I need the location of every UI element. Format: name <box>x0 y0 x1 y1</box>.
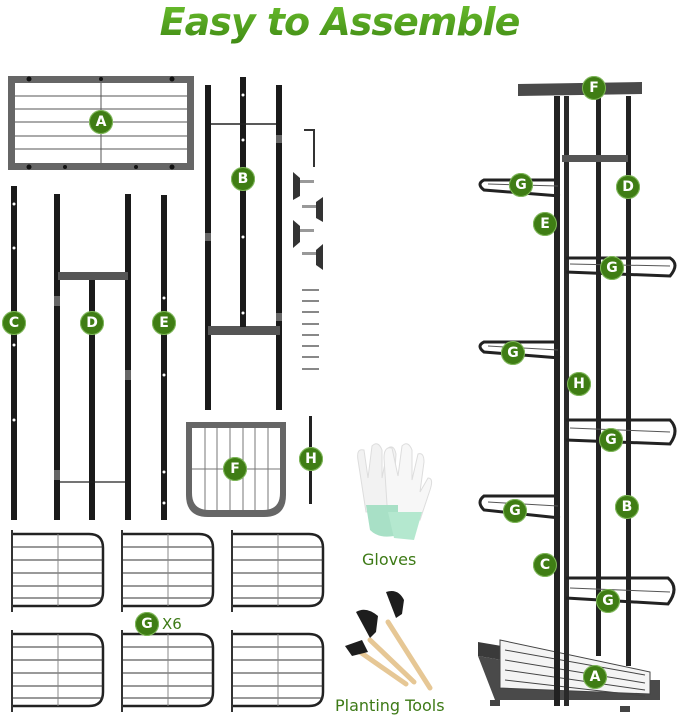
gloves-image <box>357 443 433 540</box>
assembled-label-g2: G <box>600 256 624 280</box>
assembled-label-g1: G <box>509 173 533 197</box>
label-part-g: G <box>135 612 159 636</box>
part-d-frame <box>54 194 131 520</box>
label-part-c: C <box>2 311 26 335</box>
part-b-frame <box>205 77 282 410</box>
planting-tools-caption: Planting Tools <box>335 696 445 715</box>
label-part-d: D <box>80 311 104 335</box>
label-part-h: H <box>299 447 323 471</box>
page-title: Easy to Assemble <box>0 0 679 44</box>
assembled-label-g3: G <box>501 341 525 365</box>
part-c-pole <box>11 186 17 520</box>
assembled-label-e: E <box>533 212 557 236</box>
assembled-label-h: H <box>567 372 591 396</box>
assembled-label-a: A <box>583 665 607 689</box>
label-part-f: F <box>223 457 247 481</box>
hardware <box>293 129 323 370</box>
assembled-label-d: D <box>616 175 640 199</box>
assembled-label-g5: G <box>503 499 527 523</box>
assembled-label-c: C <box>533 553 557 577</box>
planting-tools-image <box>345 591 433 691</box>
assembled-label-f: F <box>582 76 606 100</box>
label-part-a: A <box>89 110 113 134</box>
label-part-b: B <box>231 167 255 191</box>
assembled-label-g6: G <box>596 589 620 613</box>
label-part-e: E <box>152 311 176 335</box>
assembled-label-b: B <box>615 495 639 519</box>
assembled-stand <box>478 82 677 712</box>
gloves-caption: Gloves <box>362 550 417 569</box>
assembled-label-g4: G <box>599 428 623 452</box>
part-e-pole <box>161 195 167 520</box>
part-g-quantity: X6 <box>162 615 182 633</box>
